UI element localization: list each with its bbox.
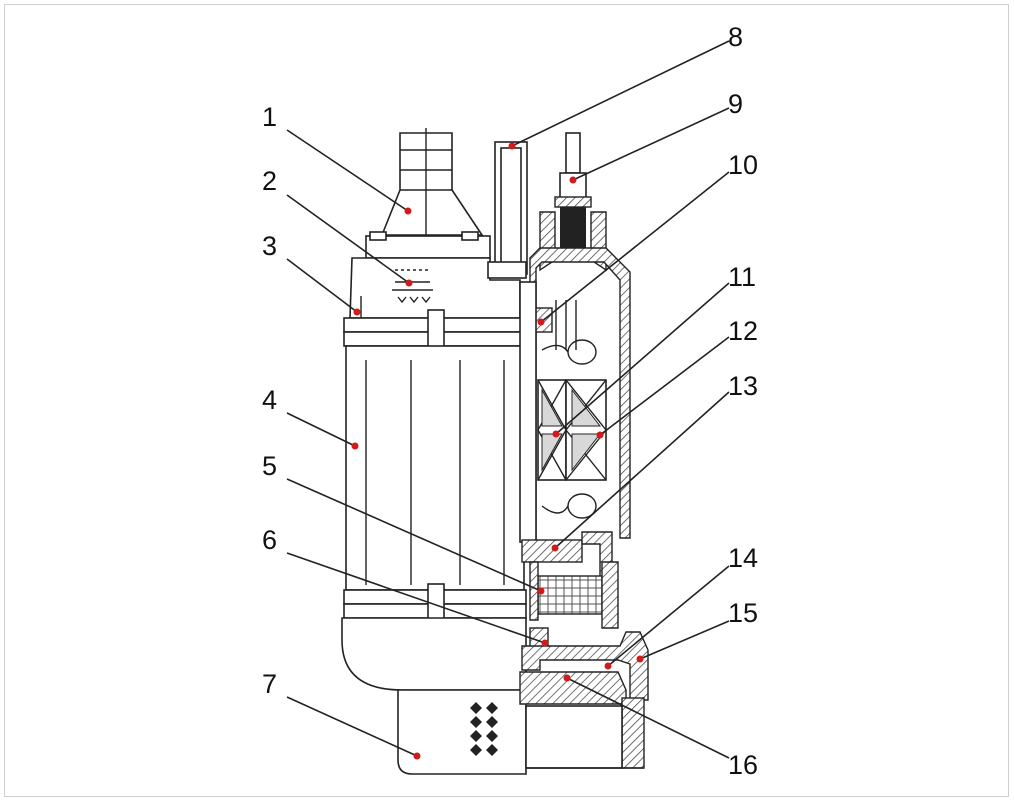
part-label-7: 7 [262,669,277,699]
part-label-10: 10 [728,150,758,180]
discharge-outlet [380,132,484,236]
part-label-3: 3 [262,231,277,261]
part-label-6: 6 [262,525,277,555]
part-label-8: 8 [728,22,743,52]
motor-frame [345,345,525,591]
exterior-view [341,128,527,775]
leader-lines [286,40,730,759]
strainer-stand [397,689,527,775]
part-label-1: 1 [262,102,277,132]
part-label-16: 16 [728,750,758,780]
part-label-13: 13 [728,371,758,401]
figure-frame [4,4,1009,797]
part-label-15: 15 [728,598,758,628]
air-vent [392,269,433,304]
part-label-5: 5 [262,451,277,481]
part-label-11: 11 [728,262,756,292]
cross-section-view [487,132,649,769]
marker-dots [351,142,644,760]
part-label-9: 9 [728,89,743,119]
part-label-2: 2 [262,166,277,196]
strainer-holes [470,702,498,756]
part-labels: 1 2 3 4 5 6 7 8 9 10 11 12 13 14 15 16 [262,22,758,780]
part-label-4: 4 [262,385,277,415]
part-label-12: 12 [728,316,758,346]
part-label-14: 14 [728,543,758,573]
